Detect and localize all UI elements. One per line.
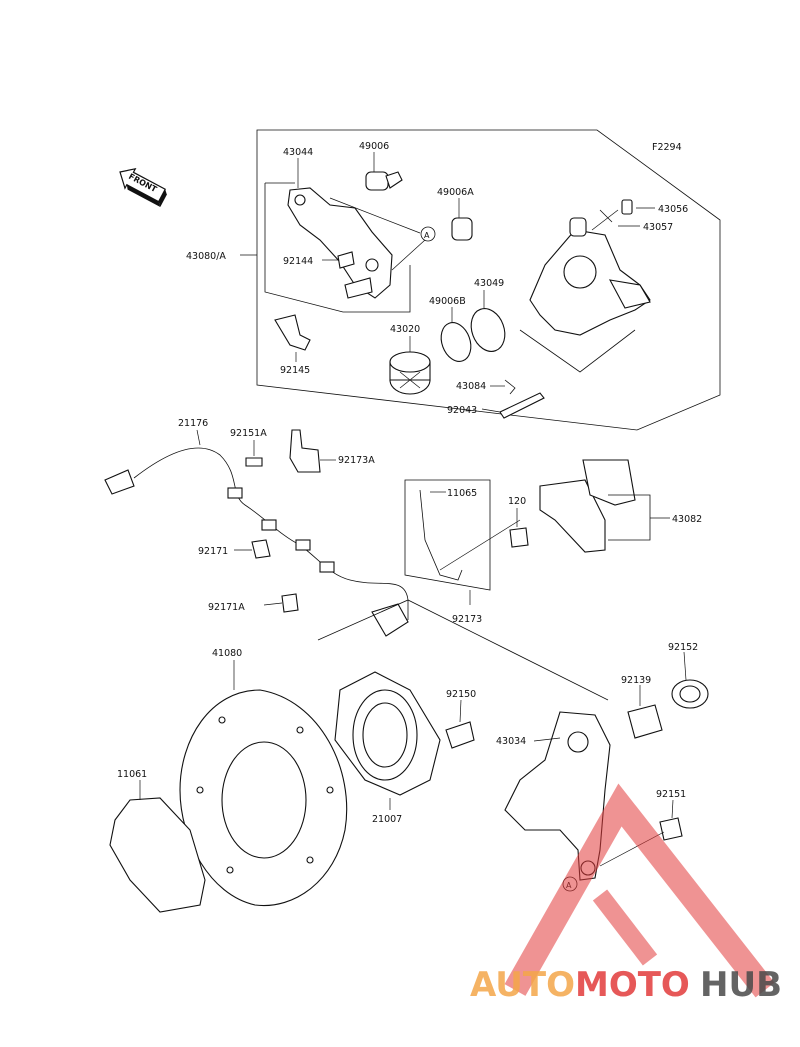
label-43080a: 43080/A <box>186 251 226 262</box>
bracket-subbox <box>264 183 411 313</box>
label-43044: 43044 <box>283 147 313 158</box>
label-43034: 43034 <box>496 736 526 747</box>
gasket-11061 <box>109 797 206 913</box>
callout-a-top-label: A <box>424 231 430 240</box>
bolt-92150 <box>445 721 475 749</box>
label-92139: 92139 <box>621 675 651 686</box>
label-92043: 92043 <box>447 405 477 416</box>
clamp-92171a <box>281 593 299 613</box>
label-49006: 49006 <box>359 141 389 152</box>
abs-rotor-21007 <box>334 671 441 796</box>
bleed-screw <box>591 199 633 231</box>
label-92144: 92144 <box>283 256 313 267</box>
label-41080: 41080 <box>212 648 242 659</box>
label-120: 120 <box>508 496 526 507</box>
label-92173: 92173 <box>452 614 482 625</box>
boot-49006 <box>365 171 403 191</box>
watermark-moto: MOTO <box>575 965 690 1005</box>
caliper-bracket <box>287 187 393 299</box>
label-92145: 92145 <box>280 365 310 376</box>
label-92171a: 92171A <box>208 602 245 613</box>
clamp-92173a <box>289 429 321 473</box>
boot-49006a <box>451 217 473 241</box>
label-43084: 43084 <box>456 381 486 392</box>
brake-disc-41080 <box>179 689 348 907</box>
clamp-92171 <box>251 539 271 559</box>
label-92173a: 92173A <box>338 455 375 466</box>
caliper-subbox <box>519 329 636 373</box>
front-arrow-icon <box>119 167 167 208</box>
caliper-assembly-outline <box>256 129 721 431</box>
label-21007: 21007 <box>372 814 402 825</box>
bushing-92152 <box>671 679 709 709</box>
label-43057: 43057 <box>643 222 673 233</box>
pad-spring-92145 <box>274 314 311 351</box>
piston-43020 <box>389 351 431 395</box>
part-labels: 43044 49006 49006A 43056 43057 43080/A 9… <box>117 141 702 825</box>
label-21176: 21176 <box>178 418 208 429</box>
pads-bracket-line <box>608 494 651 541</box>
collar-92139 <box>627 704 663 739</box>
caliper-body <box>529 217 651 336</box>
bolt-120 <box>509 527 529 548</box>
label-49006a: 49006A <box>437 187 474 198</box>
watermark-hub: HUB <box>700 965 782 1005</box>
label-92171: 92171 <box>198 546 228 557</box>
label-92151: 92151 <box>656 789 686 800</box>
figure-code: F2294 <box>652 142 682 153</box>
label-49006b: 49006B <box>429 296 466 307</box>
label-92151a: 92151A <box>230 428 267 439</box>
label-11061: 11061 <box>117 769 147 780</box>
label-43020: 43020 <box>390 324 420 335</box>
clamp-92173-wire <box>419 489 463 581</box>
piston-seal-43049 <box>470 308 506 352</box>
dust-seal-49006b <box>440 322 472 362</box>
bolt-92151a <box>245 457 263 467</box>
leader-lines <box>139 152 687 819</box>
watermark-text: AUTO MOTO HUB <box>470 965 782 1005</box>
label-92152: 92152 <box>668 642 698 653</box>
bleed-cap <box>599 209 613 223</box>
clip-92144 <box>337 251 355 269</box>
watermark-auto: AUTO <box>470 965 575 1005</box>
bolt-92151 <box>659 817 683 841</box>
label-11065: 11065 <box>447 488 477 499</box>
label-43049: 43049 <box>474 278 504 289</box>
callout-a-top <box>420 226 436 242</box>
sensor-bracket-line <box>317 599 609 701</box>
label-92150: 92150 <box>446 689 476 700</box>
brake-pads-43082 <box>539 459 636 553</box>
label-43082: 43082 <box>672 514 702 525</box>
clip-43084 <box>504 379 516 395</box>
label-43056: 43056 <box>658 204 688 215</box>
pad-pin-92043 <box>499 392 545 419</box>
clamp-92173-box <box>404 479 491 591</box>
watermark-logo <box>504 783 775 998</box>
